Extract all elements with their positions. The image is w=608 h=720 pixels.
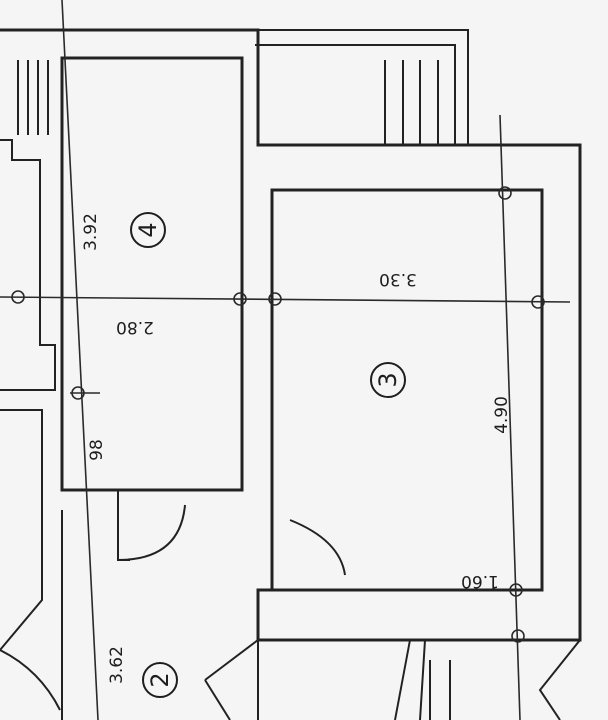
room-2-label: 2 bbox=[142, 662, 178, 698]
dim-corridor: 1.60 bbox=[461, 571, 499, 591]
dimension-nodes bbox=[11, 186, 545, 643]
room-3-walls bbox=[270, 188, 544, 592]
dimension-labels: 3.92 2.80 3.30 4.90 98 1.60 3.62 bbox=[81, 213, 512, 684]
door-swings bbox=[117, 504, 346, 576]
dim-room4-length: 3.92 bbox=[81, 213, 101, 251]
room-2-number: 2 bbox=[146, 672, 174, 687]
dim-passage: 98 bbox=[87, 439, 107, 461]
dim-room3-length: 4.90 bbox=[492, 396, 512, 434]
room-3-label: 3 bbox=[370, 362, 406, 398]
bottom-walls bbox=[204, 637, 581, 720]
dim-room4-width: 2.80 bbox=[116, 317, 154, 337]
stairs-top-left bbox=[17, 60, 49, 135]
dim-room2-length: 3.62 bbox=[107, 646, 127, 684]
dimension-axes bbox=[0, 0, 571, 720]
stairs-top-right bbox=[384, 60, 456, 145]
dim-room3-width: 3.30 bbox=[379, 269, 417, 289]
left-walls bbox=[0, 139, 63, 720]
room-4-label: 4 bbox=[130, 212, 166, 248]
room-4-number: 4 bbox=[134, 222, 162, 237]
room-3-number: 3 bbox=[374, 372, 402, 387]
room-4-walls bbox=[60, 56, 244, 561]
